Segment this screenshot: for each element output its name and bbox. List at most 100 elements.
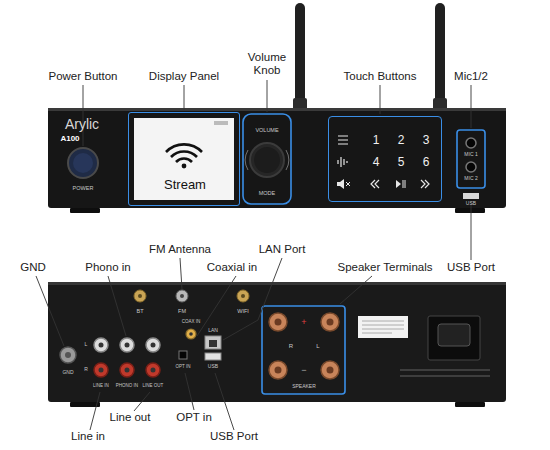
- touch-icons: [338, 157, 347, 167]
- rca-jacks: [125, 368, 130, 373]
- rear-housing: [48, 282, 506, 407]
- rca-jacks: [99, 368, 104, 373]
- port-marking: USB: [208, 364, 218, 370]
- channel-mark: R: [289, 343, 293, 350]
- leader-line: [471, 201, 472, 260]
- leader-line: [83, 85, 84, 146]
- leader-line: [215, 373, 234, 430]
- mic-jacks: [457, 130, 485, 188]
- touch-icons: [346, 182, 350, 186]
- antenna-connector: [134, 290, 249, 302]
- rca-jacks: [94, 363, 108, 377]
- speaker-terminals: [262, 306, 345, 394]
- touch-icons: [337, 136, 429, 189]
- caution-sticker: [362, 321, 404, 333]
- leader-line: [267, 80, 268, 112]
- front-housing: [48, 108, 506, 111]
- callout-label: Phono in: [85, 261, 130, 274]
- polarity-mark: −: [301, 365, 306, 375]
- panel-marking: POWER: [73, 185, 94, 191]
- volume-knob: [245, 150, 248, 170]
- port-marking: GND: [62, 370, 73, 376]
- rca-jacks: [120, 338, 134, 352]
- rca-jacks: [99, 343, 104, 348]
- leader-line: [36, 258, 372, 430]
- leader-line: [380, 85, 381, 114]
- port-marking: LAN: [208, 328, 218, 334]
- digital-ports: [179, 336, 221, 360]
- gnd-post: [65, 352, 71, 358]
- leader-line: [184, 85, 185, 110]
- speaker-terminals: [262, 306, 345, 394]
- rear-housing: [48, 282, 506, 402]
- front-housing: [48, 108, 506, 213]
- antenna-connector: [134, 290, 146, 302]
- power-knob: [68, 148, 98, 178]
- display-screen: [176, 159, 192, 162]
- touch-button-number: 3: [423, 134, 430, 147]
- mic-jacks: [457, 130, 485, 199]
- port-marking: BT: [136, 308, 143, 314]
- channel-mark: R: [84, 367, 88, 373]
- power-inlet: [400, 370, 490, 376]
- callout-label: USB Port: [447, 261, 495, 274]
- callout-label: USB Port: [210, 430, 258, 443]
- digital-ports: [205, 353, 221, 360]
- callout-label: Coaxial in: [207, 261, 258, 274]
- power-inlet: [428, 316, 480, 360]
- port-marking: COAX IN: [182, 319, 201, 324]
- gnd-post: [60, 347, 76, 363]
- touch-icons: [371, 180, 379, 188]
- callout-label: Mic1/2: [454, 70, 488, 83]
- callout-label: LAN Port: [259, 243, 306, 256]
- port-marking: LINE OUT: [143, 383, 164, 388]
- rear-housing: [70, 402, 100, 407]
- rca-jacks: [94, 329, 196, 377]
- model-name: A100: [60, 134, 79, 143]
- display-panel: Stream: [128, 112, 240, 206]
- leader-line: [185, 373, 194, 410]
- antenna: [295, 3, 305, 103]
- speaker-terminals: [327, 367, 334, 374]
- leader-line: [180, 258, 182, 289]
- touch-icons: [421, 180, 429, 188]
- leader-line: [197, 276, 236, 336]
- speaker-terminals: [321, 361, 339, 379]
- touch-icons: [337, 179, 344, 189]
- panel-marking: MIC 2: [464, 176, 477, 182]
- display-screen: [182, 164, 187, 169]
- rca-jacks: [125, 343, 130, 348]
- rca-jacks: [94, 338, 108, 352]
- rca-jacks: [146, 363, 160, 377]
- port-marking: SPEAKER: [292, 384, 316, 390]
- rca-jacks: [151, 343, 156, 348]
- speaker-terminals: [269, 361, 287, 379]
- volume-knob: [243, 114, 291, 204]
- display-screen: [134, 118, 234, 200]
- gnd-post: [60, 347, 76, 363]
- display-screen: [171, 151, 197, 157]
- callout-label: Line in: [71, 430, 105, 443]
- callout-label: Power Button: [48, 70, 117, 83]
- antenna: [293, 3, 447, 110]
- front-housing: [455, 208, 485, 213]
- rear-housing: [455, 402, 485, 407]
- leader-line: [90, 392, 100, 430]
- speaker-terminals: [269, 313, 287, 331]
- polarity-mark: +: [301, 317, 306, 327]
- leader-line: [134, 392, 150, 411]
- mic-jacks: [463, 193, 479, 199]
- port-marking: OPT IN: [176, 364, 191, 369]
- callout-label: Display Panel: [149, 70, 219, 83]
- callout-label: FM Antenna: [149, 243, 211, 256]
- volume-knob: [243, 114, 291, 204]
- mic-jacks: [466, 162, 476, 172]
- callout-label: GND: [20, 261, 46, 274]
- touch-icons: [403, 180, 405, 188]
- rca-jacks: [120, 363, 134, 377]
- channel-mark: L: [85, 342, 88, 348]
- touch-button-number: 2: [398, 134, 405, 147]
- mic-jacks: [466, 138, 476, 148]
- caution-sticker: [358, 316, 408, 338]
- power-knob: [73, 153, 93, 173]
